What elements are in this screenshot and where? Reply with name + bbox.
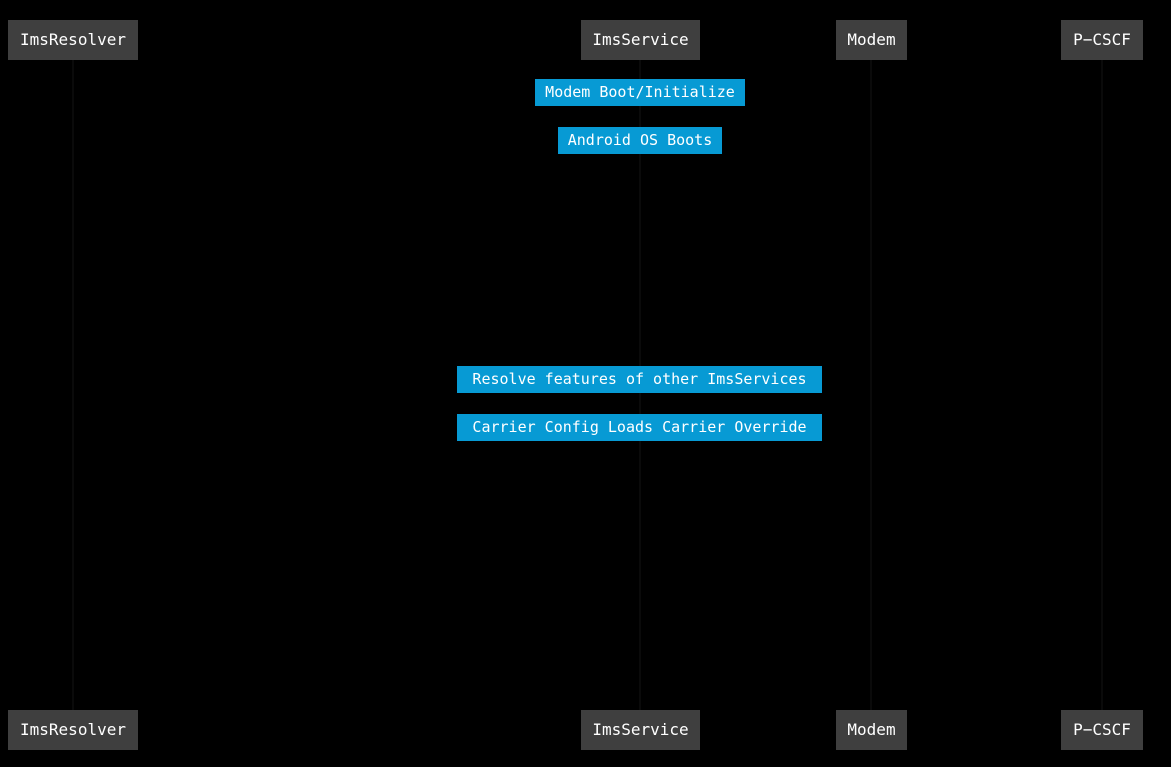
participant-footer-pcscf[interactable]: P−CSCF: [1061, 710, 1143, 750]
participant-header-modem[interactable]: Modem: [836, 20, 907, 60]
lifeline-pcscf: [1101, 58, 1103, 710]
participant-footer-imsservice[interactable]: ImsService: [581, 710, 700, 750]
message-android-os-boots[interactable]: Android OS Boots: [558, 127, 722, 154]
participant-header-imsresolver[interactable]: ImsResolver: [8, 20, 138, 60]
lifeline-imsresolver: [72, 58, 74, 710]
lifeline-modem: [870, 58, 872, 710]
message-resolve-features-of-other-imsservices[interactable]: Resolve features of other ImsServices: [457, 366, 822, 393]
message-modem-boot-initialize[interactable]: Modem Boot/Initialize: [535, 79, 745, 106]
participant-footer-modem[interactable]: Modem: [836, 710, 907, 750]
participant-header-imsservice[interactable]: ImsService: [581, 20, 700, 60]
participant-header-pcscf[interactable]: P−CSCF: [1061, 20, 1143, 60]
message-carrier-config-loads-carrier-override[interactable]: Carrier Config Loads Carrier Override: [457, 414, 822, 441]
participant-footer-imsresolver[interactable]: ImsResolver: [8, 710, 138, 750]
